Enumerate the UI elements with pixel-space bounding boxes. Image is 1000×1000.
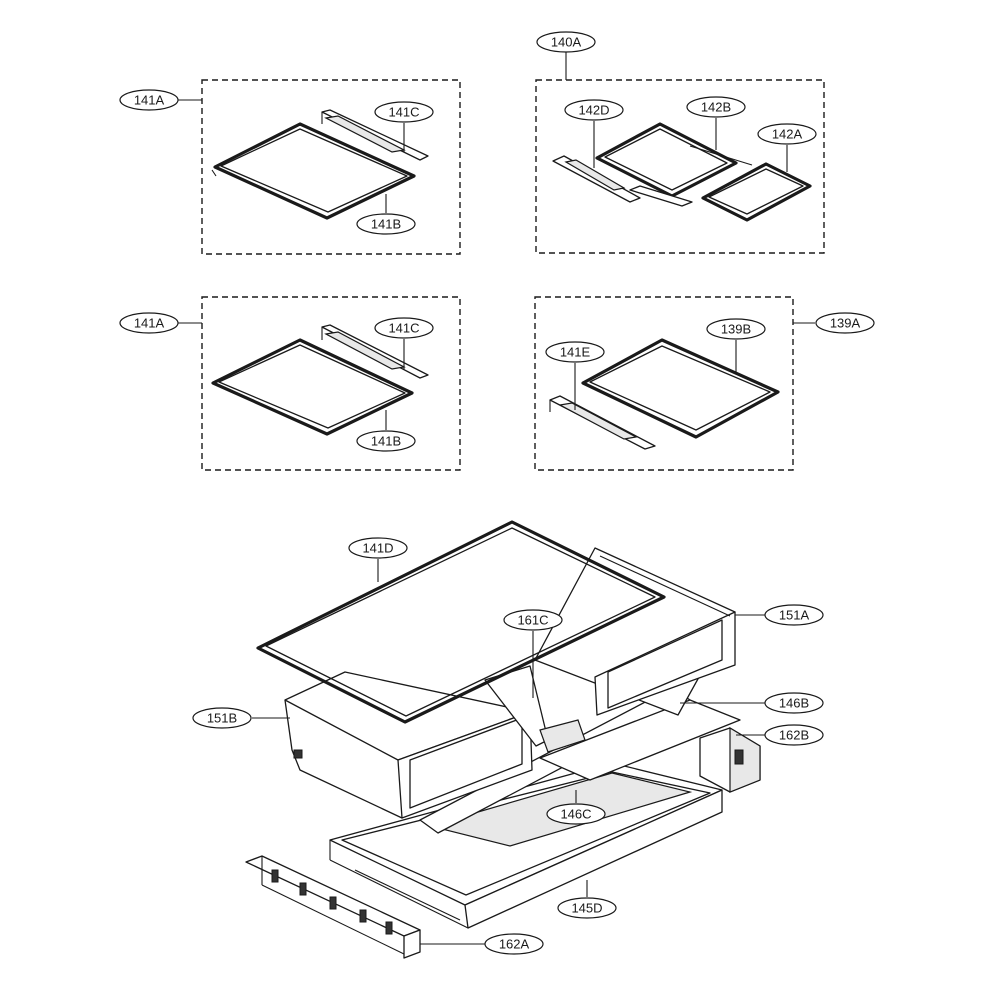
group-141A-top — [201, 79, 461, 255]
callout-142A: 142A — [757, 123, 817, 145]
group-frame-141A-top — [201, 79, 461, 255]
label-141C-mid: 141C — [388, 321, 419, 336]
shelf-rail-141C-top — [321, 109, 429, 161]
label-141A-mid: 141A — [134, 316, 165, 331]
label-140A: 140A — [551, 35, 582, 50]
leader-lines — [178, 52, 815, 945]
callout-141B-top: 141B — [356, 213, 416, 235]
callout-162A: 162A — [484, 933, 544, 955]
frame-146B — [419, 687, 741, 834]
callout-161C: 161C — [503, 609, 563, 631]
glass-cover-141D — [256, 520, 666, 724]
callout-139B: 139B — [706, 318, 766, 340]
label-161C: 161C — [517, 613, 548, 628]
label-142B: 142B — [701, 100, 731, 115]
glass-shelf-141B-mid — [211, 338, 414, 436]
callout-146C: 146C — [546, 803, 606, 825]
group-frame-140A — [535, 79, 825, 254]
callout-141D: 141D — [348, 537, 408, 559]
callout-141C-mid: 141C — [374, 317, 434, 339]
label-151B: 151B — [207, 711, 237, 726]
callout-141C-top: 141C — [374, 101, 434, 123]
label-141E: 141E — [560, 345, 591, 360]
label-146C: 146C — [560, 807, 591, 822]
group-frame-139A — [534, 296, 794, 471]
callout-141E: 141E — [545, 341, 605, 363]
callout-142B: 142B — [686, 96, 746, 118]
callout-139A: 139A — [815, 312, 875, 334]
shelf-rail-142D — [552, 155, 641, 203]
shelf-panel-142A — [701, 162, 812, 222]
label-141B-top: 141B — [371, 217, 401, 232]
group-139A — [534, 296, 794, 471]
divider-161C — [484, 665, 586, 753]
label-145D: 145D — [571, 901, 602, 916]
callout-151A: 151A — [764, 604, 824, 626]
label-141B-mid: 141B — [371, 434, 401, 449]
callout-146B: 146B — [764, 692, 824, 714]
drawer-151A — [534, 547, 736, 716]
callout-141B-mid: 141B — [356, 430, 416, 452]
callout-162B: 162B — [764, 724, 824, 746]
label-139B: 139B — [721, 322, 751, 337]
label-151A: 151A — [779, 608, 810, 623]
shelf-rail-141E — [549, 395, 656, 450]
label-141D: 141D — [362, 541, 393, 556]
label-162A: 162A — [499, 937, 530, 952]
shelf-rail-141C-mid — [321, 324, 429, 379]
callout-142D: 142D — [564, 99, 624, 121]
group-140A — [535, 79, 825, 254]
group-frame-141A-mid — [201, 296, 461, 471]
group-141A-mid — [201, 296, 461, 471]
label-139A: 139A — [830, 316, 861, 331]
label-162B: 162B — [779, 728, 809, 743]
callout-145D: 145D — [557, 897, 617, 919]
motor-unit-162B — [699, 726, 761, 793]
label-141A-top: 141A — [134, 93, 165, 108]
callout-140A: 140A — [536, 31, 596, 53]
glass-shelf-139B — [581, 338, 780, 439]
label-142D: 142D — [578, 103, 609, 118]
label-142A: 142A — [772, 127, 803, 142]
folding-shelf-142B — [595, 122, 753, 207]
callout-151B: 151B — [192, 707, 252, 729]
glass-shelf-141B-top — [211, 122, 416, 220]
label-141C-top: 141C — [388, 105, 419, 120]
crisper-assembly — [245, 520, 761, 959]
front-panel-162A — [245, 855, 421, 959]
label-146B: 146B — [779, 696, 809, 711]
callout-141A-top: 141A — [119, 89, 179, 111]
callout-141A-mid: 141A — [119, 312, 179, 334]
